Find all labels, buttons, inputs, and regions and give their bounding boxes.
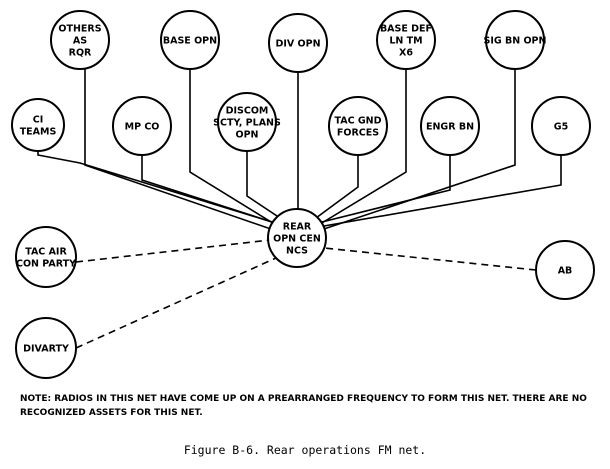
divarty-circle — [15, 317, 77, 379]
base-def-ln-tm-label-line: BASE DEF — [380, 24, 432, 35]
mp-co-circle — [112, 96, 172, 156]
diagram-note: NOTE: RADIOS IN THIS NET HAVE COME UP ON… — [20, 394, 587, 418]
discom-circle — [217, 92, 277, 152]
base-opn-label-line: BASE OPN — [163, 36, 217, 47]
divarty-label-line: DIVARTY — [23, 344, 69, 355]
rear-opn-cen-ncs-label-line: REAR — [283, 222, 312, 233]
ci-teams-circle — [11, 98, 65, 152]
others-as-rqr-label-line: RQR — [69, 48, 92, 59]
base-opn-link — [189, 69, 298, 239]
tac-air-con-party-label-line: TAC AIR — [25, 247, 67, 258]
others-as-rqr-label-line: AS — [73, 36, 87, 47]
others-as-rqr-link — [84, 69, 298, 239]
engr-bn-label-line: ENGR BN — [426, 122, 474, 133]
rear-opn-cen-ncs-label-line: NCS — [286, 246, 308, 257]
station-sig-bn-opn: SIG BN OPN — [484, 10, 547, 70]
figure-caption: Figure B-6. Rear operations FM net. — [183, 443, 427, 457]
tac-gnd-forces-label-line: TAC GND — [334, 116, 381, 127]
station-div-opn: DIV OPN — [268, 13, 328, 73]
station-base-opn: BASE OPN — [160, 10, 220, 70]
ab-circle — [535, 240, 595, 300]
ab-label-line: AB — [558, 266, 573, 277]
tac-air-con-party-label-line: CON PARTY — [16, 259, 76, 270]
div-opn-circle — [268, 13, 328, 73]
discom-label-line: OPN — [236, 130, 259, 141]
discom-label-line: DISCOM — [226, 106, 269, 117]
station-engr-bn: ENGR BN — [420, 96, 480, 156]
mp-co-label-line: MP CO — [125, 122, 160, 133]
engr-bn-circle — [420, 96, 480, 156]
discom-label-line: SCTY, PLANS — [213, 118, 281, 129]
base-def-ln-tm-link — [296, 69, 407, 239]
station-mp-co: MP CO — [112, 96, 172, 156]
others-as-rqr-circle — [50, 10, 110, 70]
others-as-rqr-label-line: OTHERS — [58, 24, 101, 35]
g5-circle — [531, 96, 591, 156]
base-opn-circle — [160, 10, 220, 70]
ci-teams-label-line: TEAMS — [20, 127, 57, 138]
ci-teams-label-line: CI — [33, 115, 44, 126]
ab-link — [323, 247, 537, 271]
station-divarty: DIVARTY — [15, 317, 77, 379]
g5-label-line: G5 — [554, 122, 568, 133]
station-g5: G5 — [531, 96, 591, 156]
station-ab: AB — [535, 240, 595, 300]
div-opn-label-line: DIV OPN — [275, 39, 320, 50]
tac-air-con-party-circle — [15, 226, 77, 288]
base-def-ln-tm-label-line: LN TM — [389, 36, 422, 47]
base-def-ln-tm-label-line: X6 — [399, 48, 413, 59]
base-def-ln-tm-circle — [376, 10, 436, 70]
sig-bn-opn-link — [296, 69, 516, 239]
divarty-link — [75, 257, 277, 349]
rear-opn-cen-ncs-circle — [267, 208, 327, 268]
sig-bn-opn-label-line: SIG BN OPN — [484, 36, 547, 47]
sig-bn-opn-circle — [485, 10, 545, 70]
rear-opn-cen-ncs-label-line: OPN CEN — [273, 234, 321, 245]
tac-gnd-forces-label-line: FORCES — [337, 128, 379, 139]
tac-air-con-party-link — [75, 239, 271, 263]
tac-gnd-forces-circle — [328, 96, 388, 156]
